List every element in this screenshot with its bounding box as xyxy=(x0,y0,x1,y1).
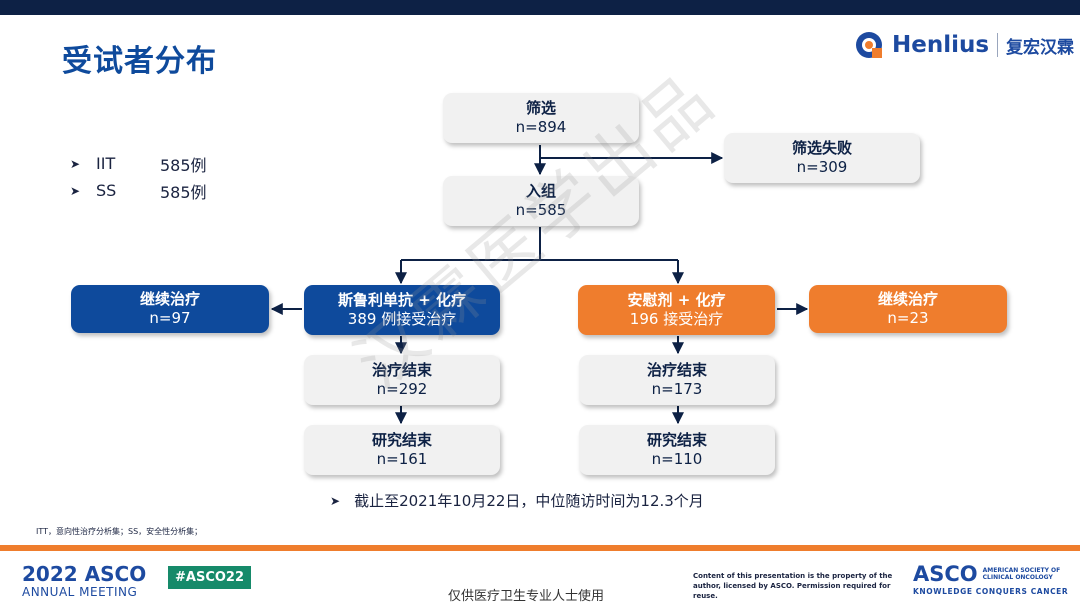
box-title: 治疗结束 xyxy=(646,361,707,379)
asco-society-name: AMERICAN SOCIETY OF CLINICAL ONCOLOGY xyxy=(982,567,1061,581)
box-count: n=894 xyxy=(515,118,567,136)
copyright-notice: Content of this presentation is the prop… xyxy=(693,572,893,600)
serp-tx-end-box: 治疗结束 n=292 xyxy=(304,355,500,405)
list-item: ➤ SS 585例 xyxy=(70,177,207,204)
placebo-tx-end-box: 治疗结束 n=173 xyxy=(579,355,775,405)
logo-chinese: 复宏汉霖 xyxy=(1006,37,1075,58)
box-title: 斯鲁利单抗 + 化疗 xyxy=(337,291,466,309)
box-count: n=173 xyxy=(651,380,703,398)
top-bar xyxy=(0,0,1080,15)
henlius-logo-icon xyxy=(854,30,884,60)
placebo-study-end-box: 研究结束 n=110 xyxy=(579,425,775,475)
screening-box: 筛选 n=894 xyxy=(443,93,639,143)
arrow-bullet-icon: ➤ xyxy=(330,493,341,508)
cutoff-note: ➤ 截止至2021年10月22日，中位随访时间为12.3个月 xyxy=(330,490,704,511)
box-title: 继续治疗 xyxy=(139,290,200,308)
enrolled-box: 入组 n=585 xyxy=(443,176,639,226)
box-count: 196 接受治疗 xyxy=(629,310,724,328)
abbreviation-footnote: ITT，意向性治疗分析集；SS，安全性分析集； xyxy=(36,527,203,536)
logo-divider xyxy=(997,33,999,57)
placebo-continue-box: 继续治疗 n=23 xyxy=(809,285,1007,333)
asco-meeting-label: ANNUAL MEETING xyxy=(22,585,138,599)
asco-year: 2022 ASCO xyxy=(22,562,147,586)
box-title: 安慰剂 + 化疗 xyxy=(627,291,726,309)
population-value: 585例 xyxy=(160,155,207,175)
box-count: n=110 xyxy=(651,450,703,468)
box-count: 389 例接受治疗 xyxy=(347,310,457,328)
hcp-notice: 仅供医疗卫生专业人士使用 xyxy=(448,589,605,604)
logo-english: Henlius xyxy=(892,32,990,58)
box-count: n=97 xyxy=(149,309,191,327)
box-title: 研究结束 xyxy=(371,431,432,449)
box-count: n=23 xyxy=(887,309,929,327)
population-label: SS xyxy=(96,181,117,200)
asco-meeting-logo: 2022 ASCO ANNUAL MEETING xyxy=(22,563,146,599)
population-value: 585例 xyxy=(160,182,207,202)
serplulimab-arm-box: 斯鲁利单抗 + 化疗 389 例接受治疗 xyxy=(304,285,500,335)
cutoff-note-text: 截止至2021年10月22日，中位随访时间为12.3个月 xyxy=(354,492,704,510)
population-label: IIT xyxy=(96,154,116,173)
box-title: 入组 xyxy=(525,182,556,200)
hashtag-badge: #ASCO22 xyxy=(168,566,251,589)
box-count: n=309 xyxy=(796,158,848,176)
box-title: 治疗结束 xyxy=(371,361,432,379)
box-title: 研究结束 xyxy=(646,431,707,449)
page-title: 受试者分布 xyxy=(62,44,217,79)
box-title: 筛选 xyxy=(525,99,556,117)
box-count: n=161 xyxy=(376,450,428,468)
arrow-bullet-icon: ➤ xyxy=(70,156,81,171)
box-count: n=292 xyxy=(376,380,428,398)
asco-society-logo: ASCO AMERICAN SOCIETY OF CLINICAL ONCOLO… xyxy=(913,563,1068,596)
placebo-arm-box: 安慰剂 + 化疗 196 接受治疗 xyxy=(578,285,775,335)
box-count: n=585 xyxy=(515,201,567,219)
list-item: ➤ IIT 585例 xyxy=(70,150,207,177)
box-title: 筛选失败 xyxy=(791,139,852,157)
arrow-bullet-icon: ➤ xyxy=(70,183,81,198)
asco-logo-text: ASCO xyxy=(913,562,978,586)
asco-tagline: KNOWLEDGE CONQUERS CANCER xyxy=(913,587,1069,596)
footer-divider xyxy=(0,545,1080,551)
screen-fail-box: 筛选失败 n=309 xyxy=(724,133,920,183)
box-title: 继续治疗 xyxy=(877,290,938,308)
population-list: ➤ IIT 585例 ➤ SS 585例 xyxy=(70,150,207,204)
serp-continue-box: 继续治疗 n=97 xyxy=(71,285,269,333)
serp-study-end-box: 研究结束 n=161 xyxy=(304,425,500,475)
henlius-logo: Henlius 复宏汉霖 xyxy=(854,28,1074,62)
